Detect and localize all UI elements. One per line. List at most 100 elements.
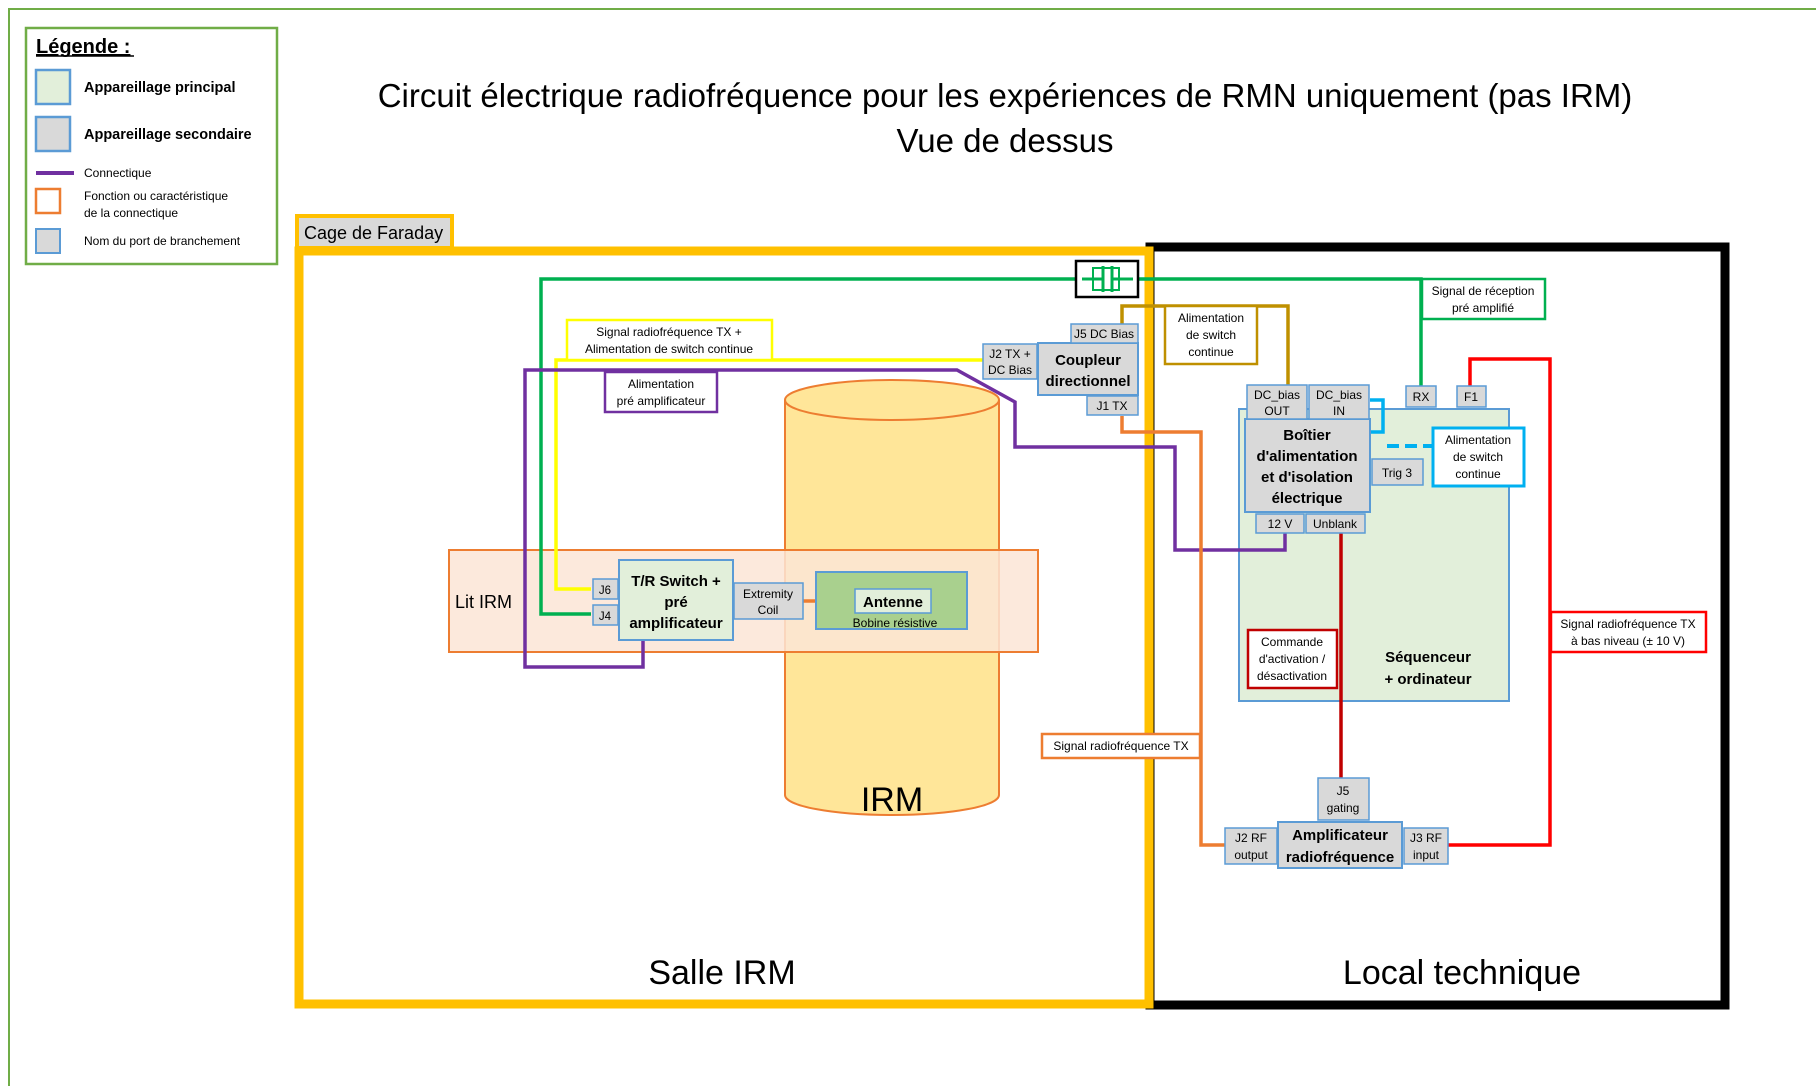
port-j6 [592,578,619,600]
fn-alim-preamp-box [603,370,719,414]
fn-alim-switch-1-box [1163,304,1259,366]
wire-switch-cyan [1370,398,1385,434]
port-j2-rf [1224,827,1278,865]
fn-commande-b: d'activation / [1259,652,1326,666]
port-j4-label: J4 [599,611,612,623]
port-trig3 [1371,458,1424,486]
port-j2-tx [982,343,1038,380]
boitier-box [1244,418,1371,513]
fn-alim-switch-2-a: Alimentation [1445,433,1511,447]
fn-alim-switch-1-a: Alimentation [1178,311,1244,325]
fn-alim-switch-2-c: continue [1455,467,1501,481]
tr-switch-label-1: T/R Switch + [631,573,721,590]
tr-switch-label-2: pré [664,594,687,611]
fn-alim-switch-2-box [1431,426,1526,488]
port-trig3-label: Trig 3 [1382,466,1413,480]
diagram-title: Circuit électrique radiofréquence pour l… [378,77,1633,114]
irm-label: IRM [861,781,923,819]
port-extremity-coil [733,582,804,620]
sequenceur-label-1: Séquenceur [1385,649,1471,666]
port-j2-rf-1: J2 RF [1235,831,1267,845]
port-extremity-label-1: Extremity [743,587,793,601]
fn-signal-tx-bas-box [1549,610,1708,654]
antenna-label: Antenne [863,594,923,611]
port-unblank-label: Unblank [1313,517,1358,531]
port-12v-label: 12 V [1268,517,1293,531]
port-j1-tx [1086,395,1139,416]
legend-secondary-label: Appareillage secondaire [84,127,252,143]
diagram-subtitle: Vue de dessus [896,122,1113,159]
fn-alim-switch-2-b: de switch [1453,450,1503,464]
boitier-label-3: et d'isolation [1261,469,1353,486]
fn-signal-tx-bas-2: à bas niveau (± 10 V) [1571,634,1685,648]
legend: Légende : Appareillage principal Apparei… [24,26,279,266]
port-j5-gating [1317,777,1370,821]
fn-signal-tx-alim-1: Signal radiofréquence TX + [596,325,742,339]
coupleur-label-1: Coupleur [1055,352,1121,369]
legend-main-label: Appareillage principal [84,80,236,96]
mri-bed-label: Lit IRM [455,592,512,612]
mri-room-label: Salle IRM [648,954,795,992]
sequenceur-label-2: + ordinateur [1384,671,1471,688]
port-rx-label: RX [1413,390,1430,404]
wire-preamp-purple [523,368,1287,669]
fn-alim-preamp-1: Alimentation [628,377,694,391]
fn-alim-switch-1-b: de switch [1186,328,1236,342]
port-j5-dc-bias-label: J5 DC Bias [1074,327,1134,341]
port-j2-rf-2: output [1234,848,1268,862]
legend-port-swatch [35,228,61,254]
amplificateur-label-1: Amplificateur [1292,827,1388,844]
fn-commande-box [1246,628,1339,690]
antenna-name-box [854,588,932,614]
port-j2-tx-label-2: DC Bias [988,363,1032,377]
port-j5-dc-bias [1070,323,1139,344]
legend-secondary-swatch [34,115,72,153]
legend-function-label-2: de la connectique [84,206,178,220]
port-12v [1255,513,1305,534]
antenna-sublabel: Bobine résistive [853,616,938,630]
fn-commande-c: désactivation [1257,669,1327,683]
fn-signal-tx-label: Signal radiofréquence TX [1053,739,1188,753]
wire-tx-orange [1120,416,1225,847]
port-dc-bias-in [1308,384,1370,420]
boitier-label-4: électrique [1272,490,1343,507]
port-dc-bias-in-1: DC_bias [1316,388,1362,402]
page-frame [8,8,1816,1086]
fn-signal-tx-box [1040,732,1202,760]
port-f1-label: F1 [1464,390,1478,404]
fn-commande-a: Commande [1261,635,1323,649]
fn-alim-preamp-2: pré amplificateur [617,394,706,408]
wire-tx-lowlevel-red [1448,357,1552,847]
boitier-label-1: Boîtier [1283,427,1331,444]
fn-signal-reception-box [1420,277,1547,321]
capacitor-icon [1074,259,1140,299]
boitier-label-2: d'alimentation [1256,448,1357,465]
port-rx [1405,385,1437,408]
port-f1 [1456,385,1487,408]
legend-port-label: Nom du port de branchement [84,234,241,248]
port-j6-label: J6 [599,585,611,597]
port-dc-bias-out-2: OUT [1264,404,1290,418]
port-j1-tx-label: J1 TX [1096,399,1127,413]
port-extremity-label-2: Coil [758,603,779,617]
fn-signal-tx-alim-box [565,318,774,362]
port-j5-gating-2: gating [1327,801,1360,815]
legend-title: Légende : [36,36,130,58]
fn-alim-switch-1-c: continue [1188,345,1234,359]
coupleur-box [1037,342,1139,396]
legend-function-label-1: Fonction ou caractéristique [84,189,228,203]
legend-function-swatch [34,187,62,215]
port-dc-bias-out-1: DC_bias [1254,388,1300,402]
fn-signal-tx-bas-1: Signal radiofréquence TX [1560,617,1695,631]
wire-reception-green-room [539,277,1076,616]
port-j3-rf [1403,827,1449,865]
fn-signal-reception-2: pré amplifié [1452,301,1514,315]
fn-signal-tx-alim-2: Alimentation de switch continue [585,342,753,356]
tr-switch-box [618,559,734,641]
faraday-cage-label: Cage de Faraday [304,223,443,243]
port-j4 [592,604,619,626]
fn-signal-reception-1: Signal de réception [1432,284,1535,298]
faraday-cage-tab [295,214,454,250]
port-j3-rf-2: input [1413,848,1440,862]
